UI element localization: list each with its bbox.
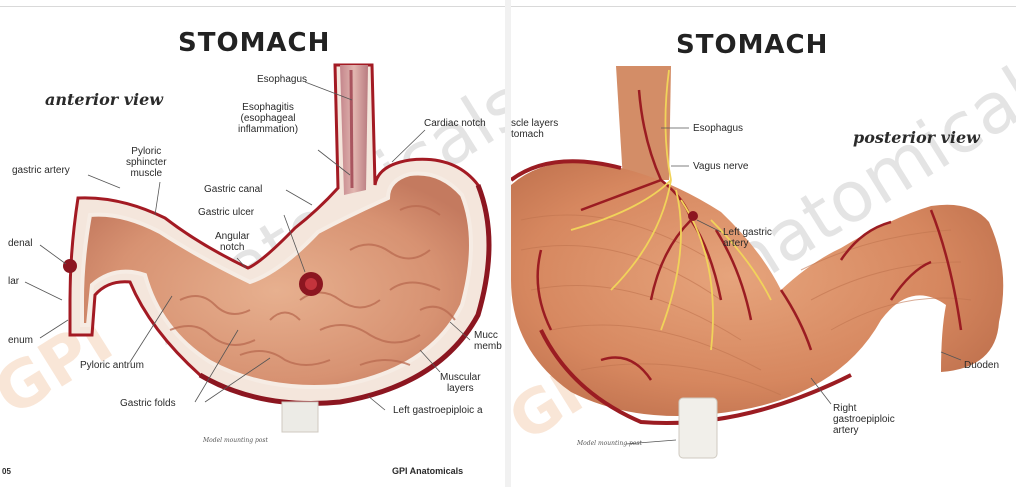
label-muscular-layers: Muscular layers (440, 372, 481, 394)
label-cardiac-notch: Cardiac notch (424, 118, 486, 129)
label-left-gastroepiploic: Left gastroepiploic a (393, 405, 483, 416)
brand-label: GPI Anatomicals (392, 466, 463, 477)
posterior-view-panel: GPI Anatomicals (511, 0, 1016, 487)
label-muscle-layers: scle layers tomach (511, 118, 558, 140)
page-number: 05 (2, 466, 11, 477)
stomach-body (511, 162, 1003, 416)
page-title: STOMACH (676, 30, 828, 60)
view-caption: posterior view (853, 128, 980, 147)
label-duodenal: denal (8, 238, 32, 249)
label-gastric-canal: Gastric canal (204, 184, 262, 195)
anterior-view-panel: GPI Anatomicals (0, 0, 505, 487)
label-left-gastric-artery: Left gastric artery (723, 227, 772, 249)
label-angular-notch: Angular notch (215, 231, 249, 253)
label-esophagitis: Esophagitis (esophageal inflammation) (238, 102, 298, 135)
esophagus-tube (340, 65, 368, 195)
label-pyloric-sphincter: Pyloric sphincter muscle (126, 146, 167, 179)
label-mucosa: Mucc memb (474, 330, 502, 352)
label-duodenum: Duoden (964, 360, 999, 371)
label-gastric-ulcer: Gastric ulcer (198, 207, 254, 218)
label-pyloric-antrum: Pyloric antrum (80, 360, 144, 371)
page-title: STOMACH (178, 28, 330, 58)
label-ar: lar (8, 276, 19, 287)
label-gastric-folds: Gastric folds (120, 398, 176, 409)
label-vagus-nerve: Vagus nerve (693, 161, 748, 172)
label-duodenum: enum (8, 335, 33, 346)
mounting-post (679, 398, 717, 458)
label-mounting-post: Model mounting post (203, 437, 268, 444)
mounting-post (282, 402, 318, 432)
view-caption: anterior view (45, 90, 163, 109)
label-right-gastroepiploic: Right gastroepiploic artery (833, 403, 895, 436)
label-esophagus: Esophagus (693, 123, 743, 134)
label-mounting-post: Model mounting post (577, 440, 642, 447)
label-gastric-artery: gastric artery (12, 165, 70, 176)
label-esophagus: Esophagus (257, 74, 307, 85)
